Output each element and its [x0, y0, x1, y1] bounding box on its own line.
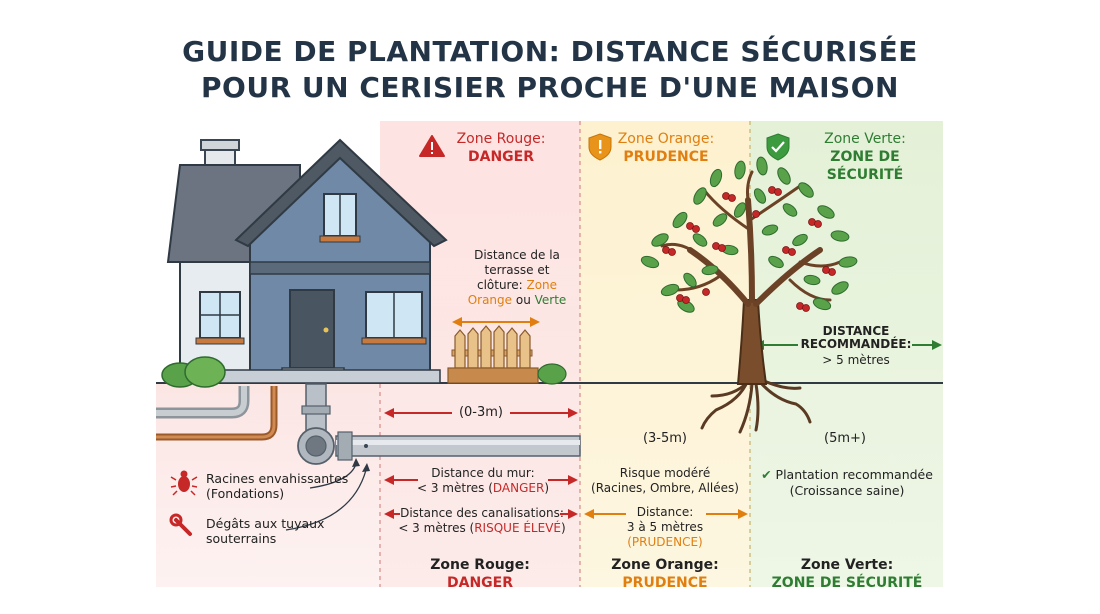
pipes-distance-note: Distance des canalisations: < 3 mètres (… — [396, 506, 568, 536]
green-zone-header: Zone Verte: ZONE DE SÉCURITÉ — [790, 130, 940, 184]
orange-zone-header: Zone Orange: PRUDENCE — [612, 130, 720, 166]
terrace-note-line-3: clôture: Zone — [476, 278, 558, 292]
green-note: ✔ Plantation recommandée (Croissance sai… — [752, 467, 942, 499]
terrace-note-line-4: Orange ou Verte — [467, 293, 567, 307]
terrace-note-line-2: terrasse et — [484, 263, 550, 277]
recommended-line-2: RECOMMANDÉE: — [800, 337, 912, 351]
page-title: GUIDE DE PLANTATION: DISTANCE SÉCURISÉE … — [0, 34, 1100, 106]
orange-distance-arrow — [584, 509, 748, 519]
orange-distance-line-1: Distance: — [636, 505, 694, 519]
footer-orange-name: Zone Orange: — [611, 557, 719, 573]
hazard-pipes-line-1: Dégâts aux tuyaux — [206, 516, 325, 531]
orange-range-label: (3-5m) — [642, 431, 688, 446]
red-range-label: (0-3m) — [458, 405, 504, 420]
footer-orange-status: PRUDENCE — [622, 575, 708, 591]
hazard-arrow-1 — [309, 463, 357, 489]
recommended-distance-value: > 5 mètres — [822, 353, 890, 367]
hazard-roots-line-2: (Fondations) — [206, 486, 285, 501]
orange-risk-note: Risque modéré (Racines, Ombre, Allées) — [582, 466, 748, 496]
footer-red-status: DANGER — [446, 575, 513, 591]
hazard-roots: Racines envahissantes (Fondations) — [206, 471, 366, 501]
green-zone-name: Zone Verte: — [824, 131, 906, 147]
hazard-pipes-line-2: souterrains — [206, 531, 277, 546]
wall-distance-note: Distance du mur: < 3 mètres (DANGER) — [410, 466, 556, 496]
warning-triangle-icon — [419, 135, 445, 157]
recommended-distance-label: DISTANCE RECOMMANDÉE: — [796, 325, 916, 351]
house-illustration — [161, 138, 448, 388]
shield-check-icon — [766, 133, 790, 161]
fence-distance-arrow — [452, 317, 540, 327]
orange-distance-line-2: 3 à 5 mètres — [626, 520, 704, 534]
orange-zone-status: PRUDENCE — [623, 149, 709, 165]
footer-green-zone: Zone Verte: ZONE DE SÉCURITÉ — [762, 556, 932, 592]
shield-exclamation-icon — [588, 133, 612, 161]
wall-distance-arrow — [384, 475, 578, 485]
orange-risk-line-2: (Racines, Ombre, Allées) — [591, 481, 739, 495]
orange-distance-line-3: (PRUDENCE) — [627, 535, 703, 549]
hazard-pipes: Dégâts aux tuyaux souterrains — [206, 516, 346, 546]
title-line-2: POUR UN CERISIER PROCHE D'UNE MAISON — [201, 71, 899, 104]
orange-zone-name: Zone Orange: — [617, 131, 715, 147]
red-zone-header: Zone Rouge: DANGER — [446, 130, 556, 166]
wall-distance-line-1: Distance du mur: — [431, 466, 535, 480]
bug-icon — [170, 470, 198, 496]
hazard-roots-line-1: Racines envahissantes — [206, 471, 349, 486]
wall-distance-line-2: < 3 mètres (DANGER) — [416, 481, 550, 495]
footer-orange-zone: Zone Orange: PRUDENCE — [585, 556, 745, 592]
footer-red-name: Zone Rouge: — [430, 557, 530, 573]
footer-green-status: ZONE DE SÉCURITÉ — [771, 575, 923, 591]
recommended-line-1: DISTANCE — [822, 324, 890, 338]
footer-green-name: Zone Verte: — [800, 557, 894, 573]
wrench-icon — [169, 513, 192, 536]
terrace-note: Distance de la terrasse et clôture: Zone… — [462, 248, 572, 308]
fence-illustration — [447, 325, 567, 385]
pipes-distance-line-1: Distance des canalisations: — [400, 506, 564, 520]
orange-zone-background — [580, 121, 750, 587]
footer-red-zone: Zone Rouge: DANGER — [400, 556, 560, 592]
red-zone-name: Zone Rouge: — [456, 131, 546, 147]
green-range-label: (5m+) — [824, 431, 866, 446]
orange-distance-note: Distance: 3 à 5 mètres (PRUDENCE) — [620, 505, 710, 550]
hazard-arrow-2 — [285, 469, 367, 531]
check-icon: ✔ — [761, 467, 772, 482]
red-zone-status: DANGER — [467, 149, 534, 165]
title-line-1: GUIDE DE PLANTATION: DISTANCE SÉCURISÉE — [182, 35, 918, 68]
pipes-illustration — [156, 383, 581, 465]
terrace-note-line-1: Distance de la — [474, 248, 560, 262]
green-note-line-1: ✔ Plantation recommandée — [761, 467, 933, 482]
green-note-line-2: (Croissance saine) — [789, 483, 905, 498]
green-zone-status: ZONE DE SÉCURITÉ — [826, 149, 904, 183]
red-range-arrow — [384, 408, 578, 418]
cherry-tree-illustration — [640, 156, 858, 434]
pipes-distance-arrow — [384, 509, 578, 519]
pipes-distance-line-2: < 3 mètres (RISQUE ÉLEVÉ) — [398, 521, 566, 535]
orange-risk-line-1: Risque modéré — [619, 466, 711, 480]
